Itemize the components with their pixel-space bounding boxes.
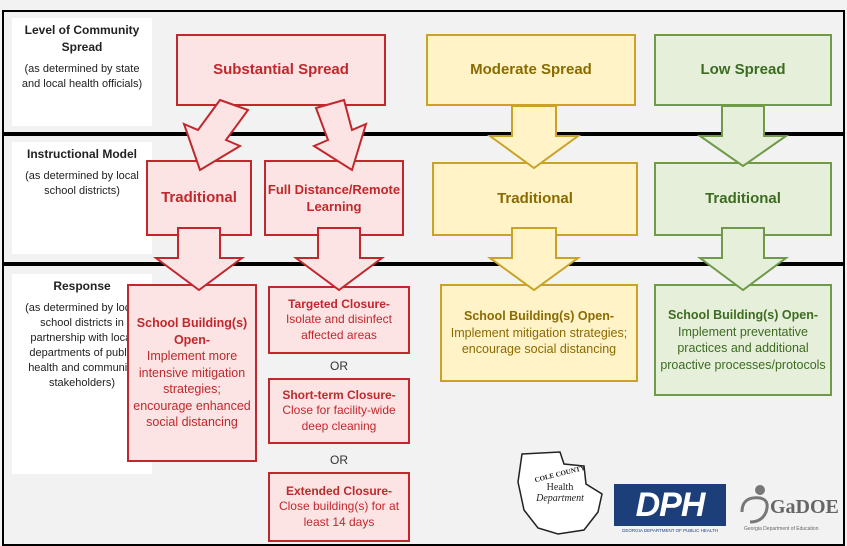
response-substantial-traditional: School Building(s) Open- Implement more … <box>127 284 257 462</box>
dph-logo: DPH GEORGIA DEPARTMENT OF PUBLIC HEALTH <box>614 484 726 540</box>
model-traditional-low: Traditional <box>654 162 832 236</box>
row-note: (as determined by state and local health… <box>21 63 143 90</box>
gadoe-subtitle: Georgia Department of Education <box>744 526 819 532</box>
dph-wordmark: DPH <box>614 484 726 526</box>
row-note: (as determined by local school districts… <box>25 170 139 197</box>
substantial-spread-box: Substantial Spread <box>176 34 386 106</box>
county-map-icon <box>517 451 603 535</box>
model-traditional-moderate: Traditional <box>432 162 638 236</box>
row-note: (as determined by local school districts… <box>25 302 139 389</box>
row-label-spread: Level of Community Spread (as determined… <box>12 18 152 126</box>
response-extended-closure: Extended Closure- Close building(s) for … <box>268 472 410 542</box>
logo-text: Health <box>546 482 574 493</box>
model-distance-learning: Full Distance/Remote Learning <box>264 160 404 236</box>
cole-county-logo: COLE COUNTY Health Department <box>514 450 606 540</box>
row-heading: Level of Community Spread <box>24 23 140 54</box>
or-label: OR <box>330 453 348 467</box>
row-heading: Response <box>53 279 111 293</box>
moderate-spread-box: Moderate Spread <box>426 34 636 106</box>
runner-icon <box>740 485 769 524</box>
row-heading: Instructional Model <box>26 147 137 161</box>
gadoe-wordmark: GaDOE <box>770 496 839 518</box>
response-shortterm-closure: Short-term Closure- Close for facility-w… <box>268 378 410 444</box>
model-traditional-substantial: Traditional <box>146 160 252 236</box>
response-low: School Building(s) Open- Implement preve… <box>654 284 832 396</box>
row-label-model: Instructional Model (as determined by lo… <box>12 142 152 254</box>
dph-subtitle: GEORGIA DEPARTMENT OF PUBLIC HEALTH <box>621 528 719 533</box>
gadoe-logo: GaDOE Georgia Department of Education <box>734 482 839 538</box>
logo-text: Department <box>536 493 584 504</box>
response-moderate: School Building(s) Open- Implement mitig… <box>440 284 638 382</box>
or-label: OR <box>330 359 348 373</box>
